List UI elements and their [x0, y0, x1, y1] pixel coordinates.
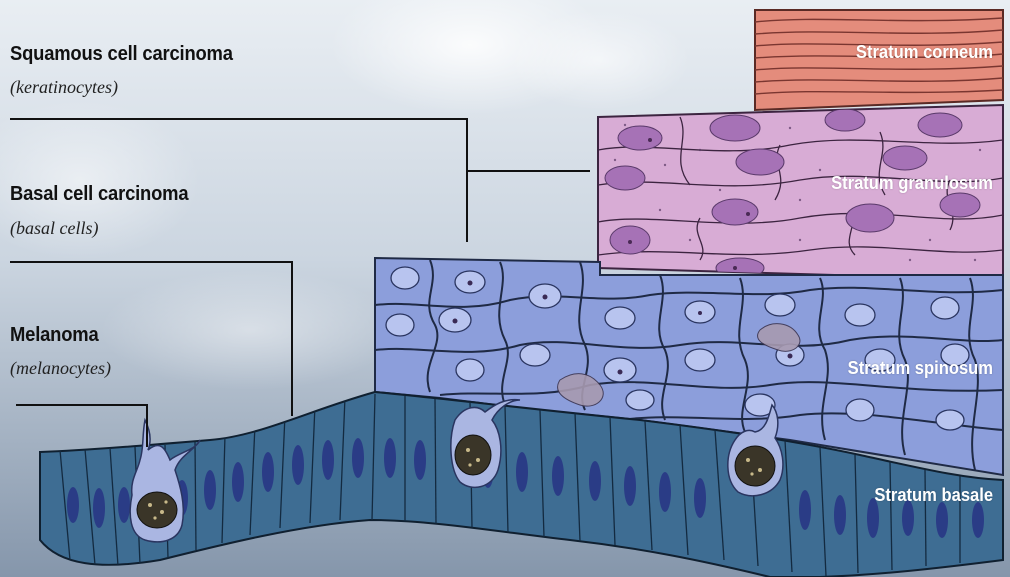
- melanoma-label: Melanoma: [10, 324, 99, 347]
- keratinocytes-label: (keratinocytes): [10, 77, 118, 98]
- basal-cells-label: (basal cells): [10, 218, 98, 239]
- squamous-cell-carcinoma-label: Squamous cell carcinoma: [10, 43, 233, 66]
- melanocytes-label: (melanocytes): [10, 358, 111, 379]
- stratum-granulosum-label: Stratum granulosum: [831, 173, 993, 194]
- stratum-basale-label: Stratum basale: [874, 485, 993, 506]
- stratum-spinosum-label: Stratum spinosum: [848, 358, 993, 379]
- basal-cell-carcinoma-label: Basal cell carcinoma: [10, 183, 188, 206]
- stratum-corneum-label: Stratum corneum: [856, 42, 993, 63]
